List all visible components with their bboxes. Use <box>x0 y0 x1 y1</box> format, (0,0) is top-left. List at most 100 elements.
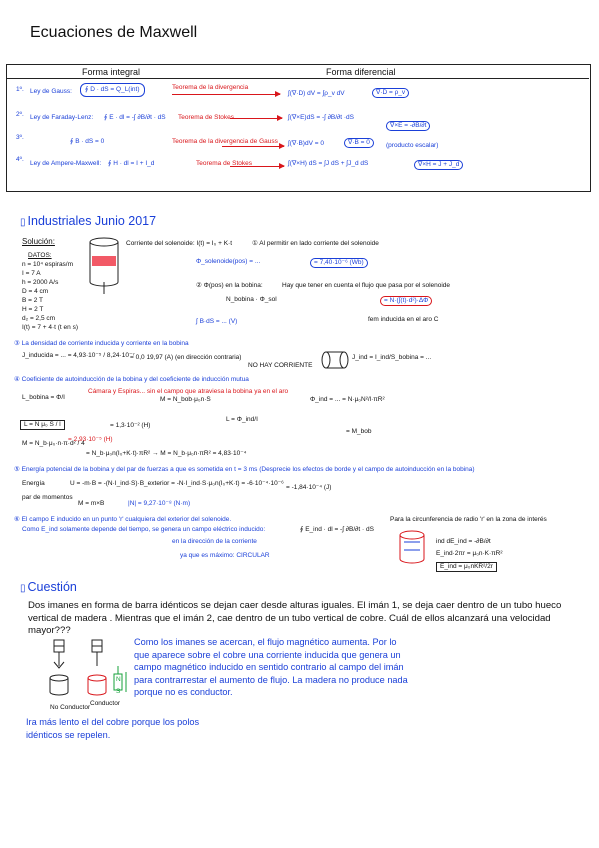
solenoid-sketch-2 <box>399 530 425 564</box>
q3-value: = 0,0 19,97 (A) (en dirección contraria) <box>130 354 242 361</box>
datos-label: DATOS: <box>28 252 52 259</box>
q6e-label: en la dirección de la corriente <box>172 538 257 545</box>
row3-theorem: Teorema de la divergencia de Gauss <box>172 138 278 145</box>
q5-value-2: |N| = 9,27·10⁻⁸ (N·m) <box>128 500 191 507</box>
missing-glyph-icon: ▯ <box>20 583 26 594</box>
dato-2: h = 2000 A/s <box>22 279 59 286</box>
no-conductor-label: No Conductor <box>50 704 91 711</box>
b-result: = N·(∫(t)·d²)·ΔΦ <box>380 296 433 306</box>
dato-1: I = 7 A <box>22 270 41 277</box>
q6-result: E_ind = μ₀nKR²/2r <box>436 562 497 572</box>
dato-3: D = 4 cm <box>22 288 49 295</box>
l-box: L = N μ₀ S / l <box>20 420 65 430</box>
table-header-divider <box>6 78 589 79</box>
row2-num: 2º. <box>16 111 24 118</box>
dato-0: n = 10⁴ espiras/m <box>22 261 74 268</box>
row3-result: ∇·B = 0 <box>344 138 374 148</box>
m-equation: L = Φ_ind/I <box>226 416 258 423</box>
q6-label: ⑥ El campo E inducido en un punto 'r' cu… <box>14 516 232 523</box>
c1-label: ∫ B·dS = ... (V) <box>196 318 238 325</box>
q5-formula: U = -m·B = -(N·I_ind·S)·B_exterior = -N·… <box>70 480 284 487</box>
section-cuestion-title: ▯Cuestión <box>20 580 77 594</box>
q6b-label: Como E_ind solamente depende del tiempo,… <box>22 526 266 533</box>
row2-theorem: Teorema de Stokes <box>178 114 235 121</box>
q5-b-formula: M = m×B <box>78 500 105 507</box>
m-value: = 2,93·10⁻⁵ (H) <box>68 436 113 443</box>
row1-result: ∇·D = ρ_v <box>372 88 410 98</box>
q3-formula: J_inducida = ... = 4,93·10⁻⁵ / 8,24·10⁻⁷ <box>22 352 135 359</box>
solenoid-sketch <box>89 237 119 294</box>
dato-4: B = 2 T <box>22 297 44 304</box>
pole-n-label: N <box>116 676 121 683</box>
row4-theorem: Teorema de Stokes <box>196 160 253 167</box>
q4-label: ④ Coeficiente de autoinducción de la bob… <box>14 376 249 383</box>
pole-s-label: S <box>116 688 121 695</box>
row2-result: ∇×E = -∂B/∂t <box>386 121 431 131</box>
m-result: = M_bob <box>346 428 372 435</box>
header-forma-integral: Forma integral <box>82 67 141 77</box>
q6c-label: Para la circunferencia de radio 'r' en l… <box>390 516 547 523</box>
corriente-solenoide-label: Corriente del solenoide: I(t) = I₀ + K·t <box>126 240 233 247</box>
row1-differential: ∫(∇·D) dV = ∫ρ_v dV <box>288 90 345 97</box>
b3-label: N_bobina · Φ_sol <box>226 296 277 303</box>
row2-arrow <box>230 115 283 121</box>
m-line-2: = N_b·μ₀n(I₀+K·t)·πR² → M = N_b·μ₀n·πR² … <box>86 450 247 457</box>
row2-law: Ley de Faraday-Lenz: <box>30 114 94 121</box>
section-industriales-title: ▯Industriales Junio 2017 <box>20 214 157 228</box>
b1-label: ② Φ(pos) en la bobina: <box>196 282 263 289</box>
row4-result: ∇×H = J + J_d <box>414 160 464 170</box>
row1-arrow <box>172 91 281 97</box>
energia-label: Energía <box>22 480 45 487</box>
row4-integral: ∮ H · dl = I + I_d <box>108 160 155 167</box>
row3-differential: ∫(∇·B)dV = 0 <box>288 140 324 147</box>
solution-label: Solución: <box>22 237 55 246</box>
row1-integral: ∮ D · dS = Q_L(int) <box>80 83 145 97</box>
q3-label: ③ La densidad de corriente inducida y co… <box>14 340 189 347</box>
row1-num: 1º. <box>16 86 24 93</box>
row3-note: (producto escalar) <box>386 142 439 149</box>
row4-differential: ∫(∇×H) dS = ∫J dS + ∫J_d dS <box>288 160 369 167</box>
header-forma-diferencial: Forma diferencial <box>326 67 396 77</box>
q6f-label: ya que es máximo: CIRCULAR <box>180 552 270 559</box>
c2-label: fem inducida en el aro C <box>368 316 439 323</box>
page-title: Ecuaciones de Maxwell <box>30 24 198 41</box>
question-text: Dos imanes en forma de barra idénticos s… <box>28 600 562 636</box>
answer-explanation: Como los imanes se acercan, el flujo mag… <box>134 637 408 697</box>
m-formula: M = N_bob·μ₀n·S <box>160 396 211 403</box>
row1-theorem: Teorema de la divergencia <box>172 84 249 91</box>
dato-5: H = 2 T <box>22 306 44 313</box>
l-bobina: L_bobina = Φ/I <box>22 394 65 401</box>
a1-label: ① Al permitir en lado corriente del sole… <box>252 240 379 247</box>
q6-e-value: E_ind·2πr = μ₀n·K·πR² <box>436 550 503 557</box>
magnets-sketch <box>49 639 127 696</box>
q5-value: = -1,84·10⁻⁴ (J) <box>286 484 332 491</box>
par-label: par de momentos <box>22 494 73 501</box>
coil-sketch-1 <box>321 351 349 369</box>
conductor-label: Conductor <box>90 700 120 707</box>
row1-law: Ley de Gauss: <box>30 88 72 95</box>
dato-6: d₂ = 2,5 cm <box>22 315 56 322</box>
row2-differential: ∫(∇×E)dS = -∫ ∂B/∂t ·dS <box>288 114 354 121</box>
q4-note1: Cámara y Espiras... sin el campo que atr… <box>88 388 289 395</box>
flujo-value: = 7,40·10⁻⁶ (Wb) <box>310 258 368 268</box>
b2-label: Hay que tener en cuenta el flujo que pas… <box>282 282 451 289</box>
q5-label: ⑤ Energía potencial de la bobina y del p… <box>14 466 475 473</box>
dato-7: I(t) = 7 + 4·t (t en s) <box>22 324 78 331</box>
no-corriente-label: NO HAY CORRIENTE <box>248 362 313 369</box>
maxwell-table <box>6 64 591 192</box>
q6d-label: ind dE_ind = -∂B/∂t <box>436 538 491 545</box>
q3-b-formula: J_ind = I_ind/S_bobina = ... <box>352 354 432 361</box>
row3-integral: ∮ B · dS = 0 <box>70 138 105 145</box>
m-line: M = N_b·μ₀·n·π·d² / 4 <box>22 440 85 447</box>
row4-arrow <box>230 163 285 169</box>
l-value: = 1,3·10⁻² (H) <box>110 422 151 429</box>
missing-glyph-icon: ▯ <box>20 217 26 228</box>
row4-num: 4º. <box>16 156 24 163</box>
l-formula: Φ_ind = ... = N·μ₀N²/l·πR² <box>310 396 385 403</box>
flujo-formula: Φ_solenoide(pos) = ... <box>196 258 261 265</box>
q6-integral: ∮ E_ind · dl = -∫ ∂B/∂t · dS <box>300 526 374 533</box>
row2-integral: ∮ E · dl = -∫ ∂B/∂t · dS <box>104 114 166 121</box>
row3-num: 3º. <box>16 134 24 141</box>
answer-conclusion: Ira más lento el del cobre porque los po… <box>26 717 200 740</box>
row3-arrow <box>222 143 285 149</box>
